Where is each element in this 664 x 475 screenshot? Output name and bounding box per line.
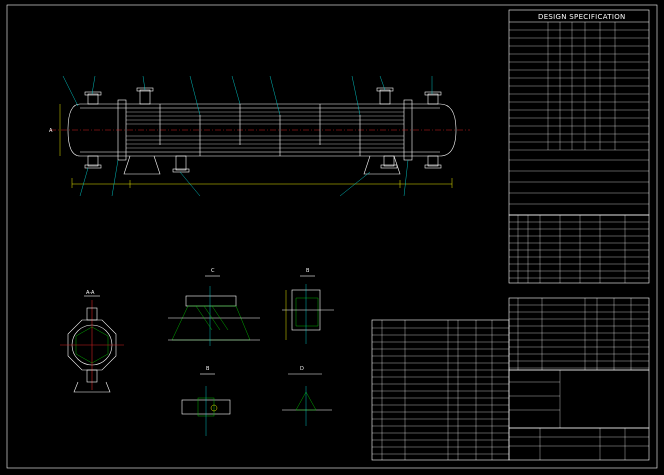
main-elevation-view: A xyxy=(49,75,470,197)
part-leaders xyxy=(62,75,433,197)
notes-area xyxy=(508,369,650,429)
view-label-main: A xyxy=(49,128,53,134)
saddle-supports xyxy=(123,155,401,175)
top-nozzles xyxy=(84,87,442,105)
parts-right-border xyxy=(508,297,650,371)
title-block-border xyxy=(508,427,650,461)
nozzle-table xyxy=(508,214,650,284)
baffles xyxy=(159,104,361,156)
detail-b: B xyxy=(282,268,334,344)
nozzle-table-border xyxy=(508,214,650,284)
view-label-detail-c: C xyxy=(211,268,215,274)
sheet-border xyxy=(6,4,658,469)
spec-border xyxy=(508,9,650,216)
design-spec-table: DESIGN SPECIFICATION xyxy=(508,9,650,216)
title-block xyxy=(508,427,650,461)
view-label-detail-d: D xyxy=(300,366,304,372)
parts-left-border xyxy=(371,319,510,461)
tube-bundle xyxy=(126,111,404,149)
view-label-detail-b: B xyxy=(306,268,310,274)
detail-flange: B xyxy=(181,366,231,436)
section-a-a: A-A xyxy=(60,290,124,393)
spec-title: DESIGN SPECIFICATION xyxy=(538,13,626,21)
section-octagon xyxy=(67,319,117,371)
detail-weld: D xyxy=(282,366,332,426)
parts-list-left xyxy=(371,319,510,461)
parts-list-right xyxy=(508,297,650,371)
detail-c: C xyxy=(168,268,260,346)
vessel-shell xyxy=(67,103,457,157)
view-label-section-a: A-A xyxy=(86,290,95,296)
bottom-nozzles xyxy=(84,155,442,173)
view-label-detail-flange: B xyxy=(206,366,210,372)
dimension-lines xyxy=(59,104,453,188)
